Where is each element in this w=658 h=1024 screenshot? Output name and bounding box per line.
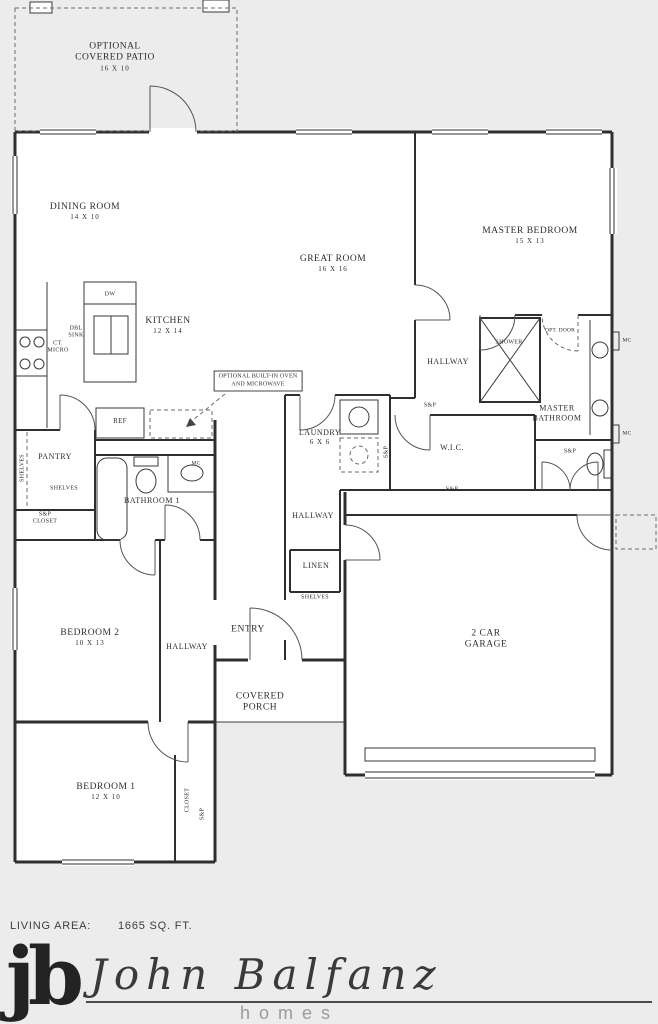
room-fills: [15, 132, 612, 862]
windows: [12, 129, 615, 865]
room-label-bathroom1: BATHROOM 1: [124, 496, 180, 506]
mc-label-bath1: MC: [191, 460, 201, 467]
room-label-master-bedroom: MASTER BEDROOM 15 X 13: [482, 226, 578, 246]
dbl-sink-label: DBL SINK: [68, 325, 84, 338]
room-label-wic: W.I.C.: [440, 443, 464, 453]
patio-line2: COVERED PATIO: [75, 52, 155, 63]
living-area-label: LIVING AREA:: [10, 920, 92, 932]
window-gaps: [11, 128, 617, 866]
room-label-dining: DINING ROOM 14 X 10: [49, 202, 121, 222]
room-label-hallway-center: HALLWAY: [292, 511, 334, 521]
floor-plan-drawing: [11, 0, 657, 866]
builder-name: John Balfanz: [90, 950, 443, 999]
room-label-great-room: GREAT ROOM 16 X 16: [299, 254, 367, 274]
builtin-oven-callout: OPTIONAL BUILT-IN OVEN AND MICROWAVE: [213, 370, 303, 392]
refrigerator-label: REF: [113, 417, 127, 426]
microwave-label: CT. MICRO: [47, 340, 69, 353]
shelves-label-pantry-vertical: SHELVES: [19, 454, 26, 482]
door-swings: [59, 85, 613, 763]
room-label-laundry: LAUNDRY 6 X 6: [298, 428, 342, 446]
room-label-patio: OPTIONAL COVERED PATIO 16 X 10: [75, 41, 155, 72]
hall-closet-label: S&P CLOSET: [32, 511, 58, 524]
fixtures: [14, 0, 620, 762]
shower-label: SHOWER: [495, 339, 523, 346]
opt-door-label: OPT. DOOR: [544, 327, 576, 334]
mc-label-bottom: MC: [622, 430, 632, 437]
room-label-hallway-master: HALLWAY: [427, 357, 469, 367]
room-label-hallway-bedrooms: HALLWAY: [166, 642, 208, 652]
patio-dim: 16 X 10: [100, 64, 130, 73]
builder-tagline: homes: [240, 1003, 340, 1023]
sp-label-bedroom1: S&P: [199, 807, 206, 821]
room-label-porch: COVERED PORCH: [235, 691, 285, 713]
room-label-pantry: PANTRY: [38, 452, 72, 462]
mc-label-top: MC: [622, 337, 632, 344]
room-label-entry: ENTRY: [231, 624, 265, 635]
interior-walls: [15, 132, 612, 862]
sp-label-closet-right: S&P: [563, 448, 577, 455]
sp-label-wic-left: S&P: [383, 445, 390, 459]
room-label-master-bathroom: MASTER BATHROOM: [532, 403, 582, 422]
shelves-label-pantry: SHELVES: [50, 485, 78, 492]
closet-label-bedroom1: CLOSET: [184, 787, 191, 813]
room-label-kitchen: KITCHEN 12 X 14: [145, 316, 191, 336]
room-label-linen: LINEN: [302, 561, 330, 571]
patio-line1: OPTIONAL: [89, 41, 141, 52]
brand-divider-line: [86, 1001, 652, 1003]
dishwasher-label: DW: [104, 291, 116, 298]
room-label-bedroom2: BEDROOM 2 10 X 13: [60, 628, 120, 648]
shelves-label-linen: SHELVES: [301, 594, 329, 601]
sp-label-wic-bottom: S&P: [445, 486, 459, 493]
dashed-lines: [14, 7, 657, 550]
living-area-value: 1665 SQ. FT.: [118, 920, 193, 932]
sp-label-wic-top: S&P: [423, 402, 437, 409]
room-label-bedroom1: BEDROOM 1 12 X 10: [76, 782, 136, 802]
leader-arrowhead: [186, 418, 196, 427]
builder-monogram: jb: [6, 929, 84, 1023]
room-label-garage: 2 CAR GARAGE: [464, 628, 508, 650]
